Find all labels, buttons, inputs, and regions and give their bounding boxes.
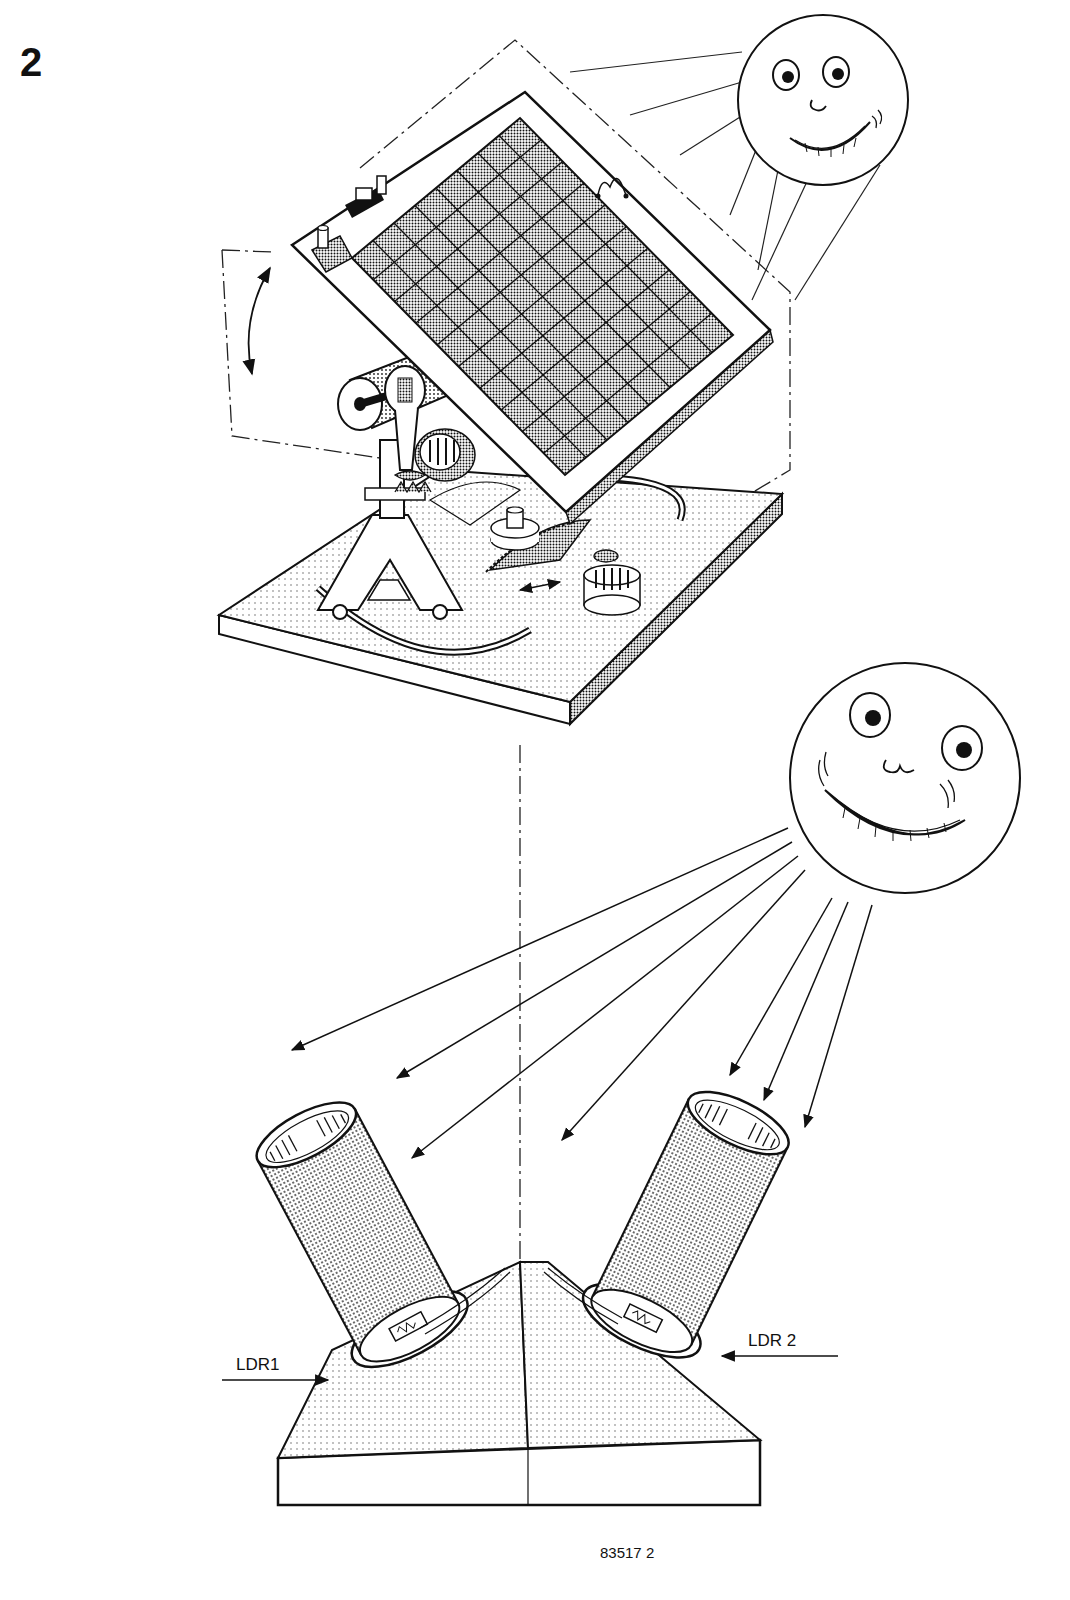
sensor-tube (573, 1075, 806, 1372)
figure-code: 83517 2 (600, 1545, 654, 1562)
figure-number: 2 (20, 40, 42, 84)
pointer-arrow (222, 1356, 838, 1380)
light-ray (292, 828, 872, 1158)
sun-face (738, 15, 908, 185)
solar-panel (292, 92, 773, 524)
sensor-tube (240, 1085, 479, 1382)
sun-face (790, 663, 1020, 893)
wire (420, 1268, 622, 1334)
component-label: LDR 2 (748, 1332, 796, 1351)
tilt-arrow (249, 268, 270, 374)
motor (491, 507, 640, 615)
component-label: LDR1 (236, 1356, 279, 1375)
base-plate (219, 470, 782, 724)
rail (318, 477, 682, 652)
